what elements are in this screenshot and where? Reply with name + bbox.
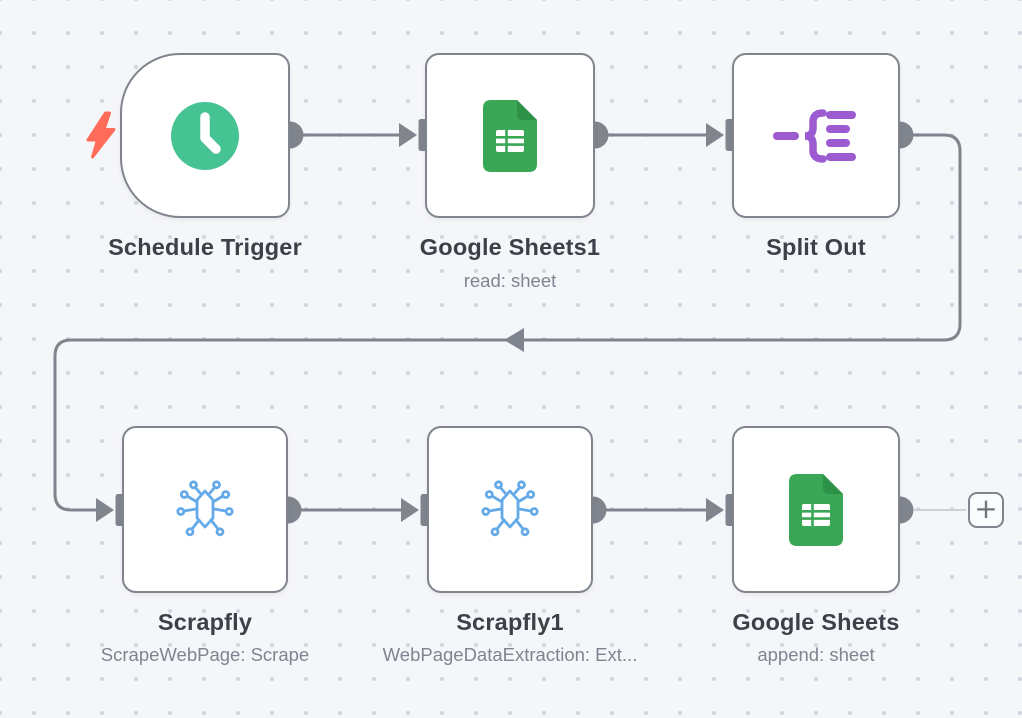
node-label: Schedule Trigger bbox=[108, 234, 302, 260]
node-subtitle: append: sheet bbox=[757, 644, 875, 665]
node-label: Google Sheets bbox=[732, 609, 900, 635]
node-label: Google Sheets1 bbox=[419, 234, 601, 260]
node-subtitle: read: sheet bbox=[463, 270, 557, 291]
split-out-icon bbox=[773, 108, 856, 163]
lightning-bolt-icon bbox=[84, 111, 118, 159]
node-schedule-trigger[interactable] bbox=[120, 53, 290, 218]
arrowhead-icon bbox=[706, 498, 724, 522]
node-subtitle: ScrapeWebPage: Scrape bbox=[100, 644, 310, 665]
scrapfly-bug-icon bbox=[481, 479, 539, 536]
arrowhead-icon bbox=[706, 123, 724, 147]
node-scrapfly1[interactable] bbox=[427, 426, 593, 593]
node-label: Scrapfly1 bbox=[456, 609, 564, 635]
add-node-button[interactable]: + bbox=[968, 492, 1004, 528]
node-google-sheets1[interactable] bbox=[425, 53, 595, 218]
node-google-sheets[interactable] bbox=[732, 426, 900, 593]
clock-icon bbox=[171, 101, 239, 170]
arrowhead-icon bbox=[401, 498, 419, 522]
google-sheets-icon bbox=[789, 473, 843, 546]
node-subtitle: WebPageDataExtraction: Ext... bbox=[382, 644, 638, 665]
plus-icon: + bbox=[974, 492, 998, 525]
scrapfly-bug-icon bbox=[176, 479, 234, 536]
arrowhead-icon bbox=[399, 123, 417, 147]
node-scrapfly[interactable] bbox=[122, 426, 288, 593]
arrowhead-icon bbox=[96, 498, 114, 522]
node-split-out[interactable] bbox=[732, 53, 900, 218]
arrowhead-icon bbox=[504, 328, 524, 352]
node-label: Split Out bbox=[766, 234, 866, 260]
google-sheets-icon bbox=[483, 99, 537, 172]
node-label: Scrapfly bbox=[157, 609, 253, 635]
